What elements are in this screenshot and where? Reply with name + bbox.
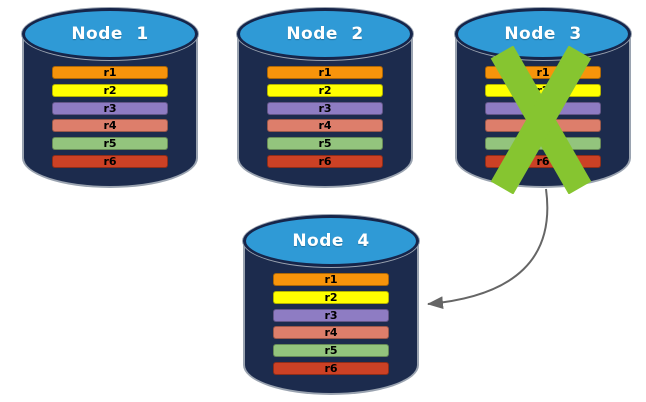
row-r3: r3 [273, 308, 389, 322]
row-r5: r5 [52, 137, 168, 151]
row-r2: r2 [273, 290, 389, 304]
row-label: r6 [103, 154, 117, 168]
node-4-cylinder: r1 r2 r3 r4 r5 r6 Node 4 [243, 215, 419, 395]
row-label: r4 [103, 119, 117, 133]
row-label: r1 [536, 66, 550, 79]
row-stack: r1 r2 r3 r4 r5 r6 [273, 273, 389, 380]
node-3-cylinder: r1 r2 r3 r4 r5 r6 Node 3 [455, 8, 631, 194]
row-label: r3 [318, 101, 332, 115]
row-label: r3 [324, 308, 338, 322]
cylinder-top: Node 3 [455, 8, 631, 60]
row-r4: r4 [267, 119, 383, 133]
row-label: r3 [103, 101, 117, 115]
node-title: Node 1 [71, 24, 149, 44]
node-2-cylinder: r1 r2 r3 r4 r5 r6 Node 2 [237, 8, 413, 188]
row-label: r1 [103, 66, 117, 79]
row-label: r5 [103, 137, 117, 151]
row-label: r4 [324, 326, 338, 340]
row-r1: r1 [267, 66, 383, 79]
failure-x-icon [490, 46, 592, 194]
row-r5: r5 [273, 344, 389, 358]
row-r2: r2 [267, 83, 383, 97]
row-r2: r2 [52, 83, 168, 97]
node-1-cylinder: r1 r2 r3 r4 r5 r6 Node 1 [22, 8, 198, 188]
row-r1: r1 [52, 66, 168, 79]
row-r4: r4 [273, 326, 389, 340]
node-title: Node 4 [292, 231, 370, 251]
row-label: r1 [324, 273, 338, 286]
row-stack: r1 r2 r3 r4 r5 r6 [267, 66, 383, 173]
cylinder-top: Node 1 [22, 8, 198, 60]
row-label: r2 [103, 83, 117, 97]
cylinder-top: Node 2 [237, 8, 413, 60]
node-title: Node 2 [286, 24, 364, 44]
row-label: r2 [318, 83, 332, 97]
row-r4: r4 [52, 119, 168, 133]
row-r5: r5 [267, 137, 383, 151]
row-label: r1 [318, 66, 332, 79]
row-r6: r6 [273, 361, 389, 375]
row-r6: r6 [267, 154, 383, 168]
row-stack: r1 r2 r3 r4 r5 r6 [52, 66, 168, 173]
row-label: r6 [536, 154, 550, 168]
node-title: Node 3 [504, 24, 582, 44]
row-label: r2 [536, 83, 550, 97]
row-r3: r3 [52, 101, 168, 115]
row-label: r4 [318, 119, 332, 133]
row-label: r6 [318, 154, 332, 168]
row-r1: r1 [273, 273, 389, 286]
cylinder-top: Node 4 [243, 215, 419, 267]
row-r6: r6 [52, 154, 168, 168]
row-r3: r3 [267, 101, 383, 115]
row-label: r5 [324, 344, 338, 358]
row-label: r6 [324, 361, 338, 375]
row-label: r2 [324, 290, 338, 304]
row-label: r5 [318, 137, 332, 151]
